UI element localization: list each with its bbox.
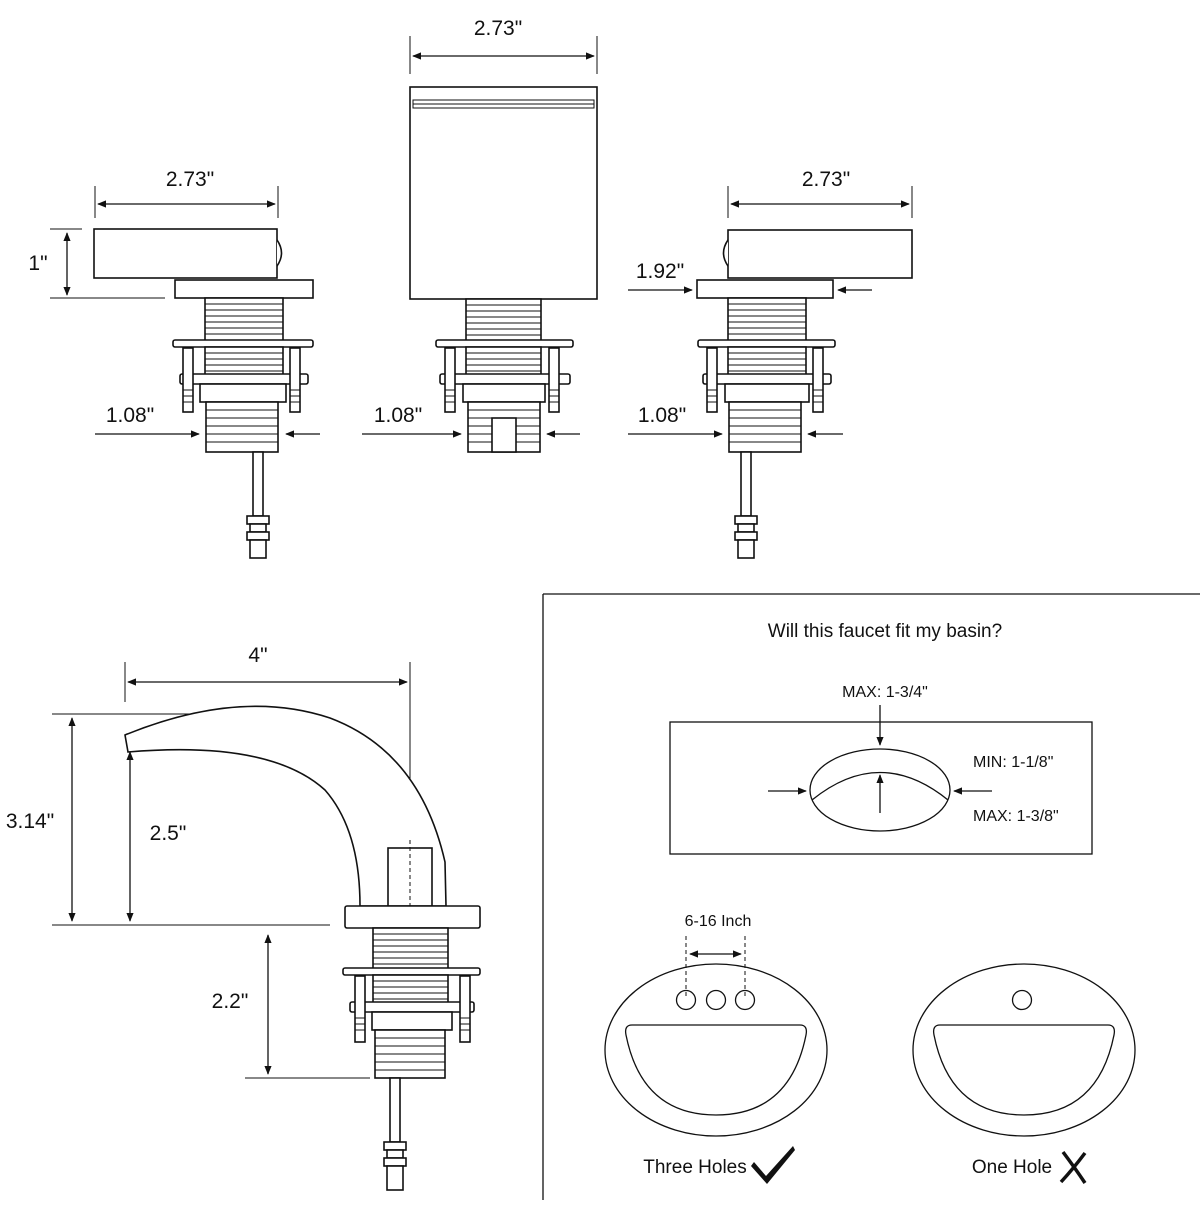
handle-lever <box>93 228 278 279</box>
spout-body <box>409 86 598 300</box>
side-profile-view: 4" 3.14" 2.5" <box>6 644 481 1191</box>
right-handle-view: 2.73" 1.92" 1.08" <box>628 168 913 559</box>
countertop <box>669 721 1093 855</box>
basin-fit-panel: Will this faucet fit my basin? MAX: 1-3/… <box>542 593 1200 1200</box>
one-hole-label: One Hole <box>972 1157 1052 1178</box>
right-base-diameter-label: 1.08" <box>638 404 686 427</box>
three-holes-label: Three Holes <box>643 1157 747 1178</box>
left-handle-width-label: 2.73" <box>166 168 214 191</box>
handle-flange <box>696 279 834 299</box>
left-handle-height-label: 1" <box>28 252 47 275</box>
center-base-diameter-label: 1.08" <box>374 404 422 427</box>
left-handle-view: 2.73" 1" 1.0 <box>28 168 320 559</box>
side-reach-label: 4" <box>248 644 267 667</box>
cross-icon <box>1059 1150 1087 1184</box>
right-handle-width-label: 2.73" <box>802 168 850 191</box>
hole-max-label: MAX: 1-3/8" <box>973 808 1059 825</box>
center-spout-view: 2.73" 1.08" <box>362 17 598 453</box>
handle-flange <box>174 279 314 299</box>
side-spout-height-label: 2.5" <box>150 822 187 845</box>
hole-min-label: MIN: 1-1/8" <box>973 754 1053 771</box>
checkmark-icon <box>751 1146 795 1184</box>
spacing-label: 6-16 Inch <box>685 913 752 930</box>
thickness-max-label: MAX: 1-3/4" <box>842 684 928 701</box>
fit-question: Will this faucet fit my basin? <box>768 621 1002 642</box>
side-shank-length-label: 2.2" <box>212 990 249 1013</box>
right-flange-width-label: 1.92" <box>636 260 684 283</box>
one-hole-basin <box>912 963 1136 1137</box>
spout-arm <box>124 705 447 907</box>
mounting-hole <box>809 748 951 832</box>
left-base-diameter-label: 1.08" <box>106 404 154 427</box>
side-total-height-label: 3.14" <box>6 810 54 833</box>
center-spout-width-label: 2.73" <box>474 17 522 40</box>
three-hole-basin <box>604 963 828 1137</box>
handle-lever <box>727 229 913 279</box>
